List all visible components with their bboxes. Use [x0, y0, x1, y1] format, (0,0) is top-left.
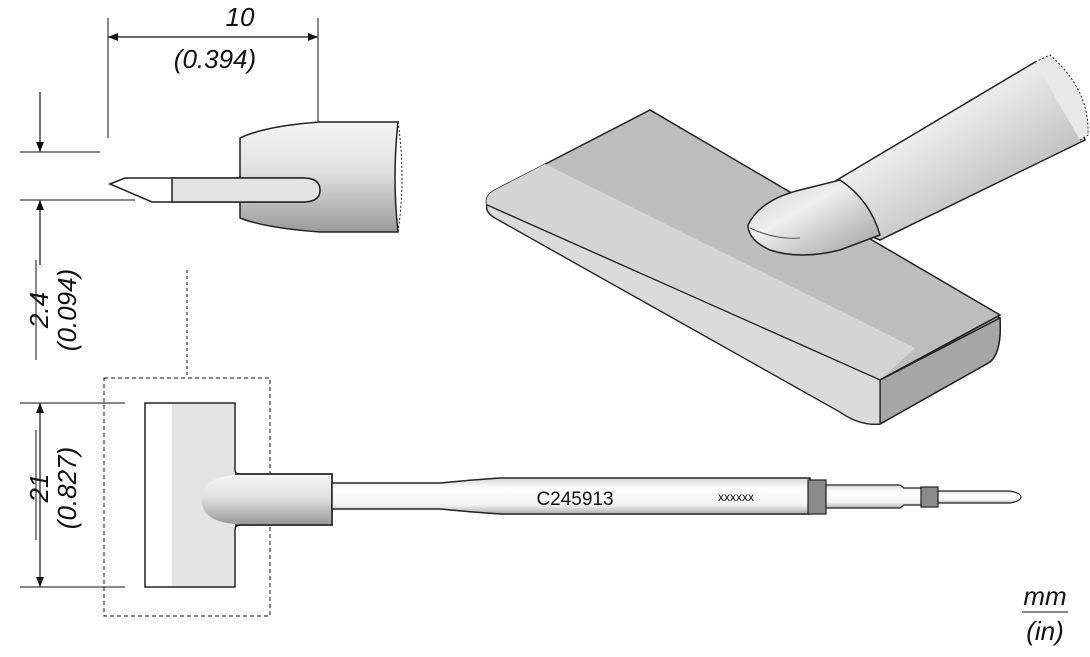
units-legend: mm (in): [1022, 581, 1068, 646]
top-view: C245913 xxxxxx: [144, 402, 1022, 588]
width-dimension: 10 (0.394): [107, 2, 319, 150]
detail-box: [103, 377, 271, 617]
length-dimension: 21 (0.827): [20, 402, 125, 588]
serial-number-label: xxxxxx: [718, 490, 754, 504]
isometric-view: [485, 54, 1089, 426]
width-mm-label: 10: [226, 2, 255, 32]
thickness-dimension: 2.4 (0.094): [20, 92, 135, 360]
length-mm-label: 21: [24, 474, 54, 504]
thickness-mm-label: 2.4: [24, 292, 54, 329]
thickness-in-label: (0.094): [52, 269, 82, 351]
width-in-label: (0.394): [174, 44, 256, 74]
units-mm: mm: [1023, 581, 1066, 611]
length-in-label: (0.827): [52, 447, 82, 529]
part-number-label: C245913: [536, 489, 613, 510]
units-in: (in): [1026, 616, 1064, 646]
side-view: [108, 121, 403, 233]
